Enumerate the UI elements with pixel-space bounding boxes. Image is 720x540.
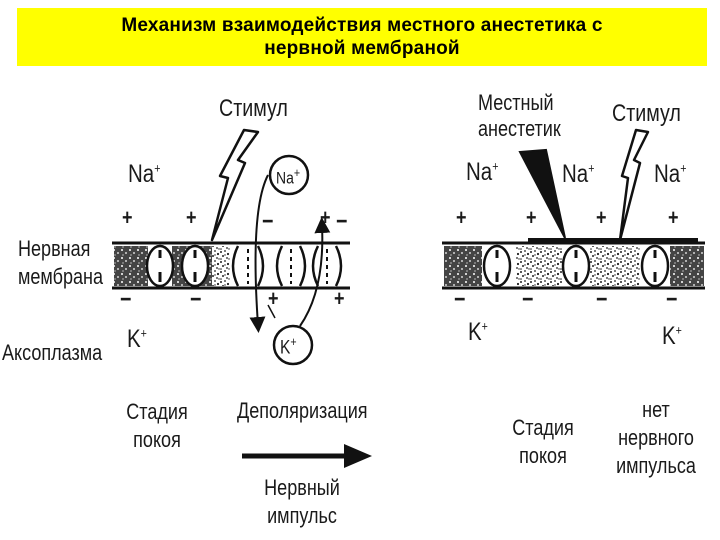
- stimulus-bolt-right: [618, 128, 650, 242]
- right-channel-3: [640, 244, 670, 288]
- title-banner: Механизм взаимодействия местного анестет…: [17, 8, 707, 66]
- axoplasm-side-label: Аксоплазма: [2, 340, 103, 365]
- right-stimulus-label: Стимул: [612, 100, 681, 127]
- title-line-1: Механизм взаимодействия местного анестет…: [121, 15, 603, 36]
- charge-left-bottom-2: −: [190, 286, 202, 313]
- depolarization-label: Деполяризация: [237, 398, 368, 423]
- charge-left-bottom-3: +: [268, 286, 279, 311]
- k-ion-circle-left: [272, 324, 314, 366]
- charge-left-top-5: −: [336, 208, 348, 235]
- charge-right-top-1: +: [456, 205, 467, 230]
- left-channel-open-1: [231, 245, 265, 287]
- left-k-channel-label: K+: [280, 334, 297, 359]
- depolarization-arrow: [242, 444, 372, 468]
- anesthetic-wedge: [518, 148, 566, 239]
- left-k-inside-label: K+: [127, 325, 147, 353]
- right-channel-1: [482, 244, 512, 288]
- charge-left-top-2: +: [186, 205, 197, 230]
- charge-left-top-4: +: [320, 205, 331, 230]
- charge-right-bottom-1: −: [454, 286, 466, 313]
- charge-right-top-2: +: [526, 205, 537, 230]
- right-k-right-label: K+: [662, 322, 682, 350]
- charge-right-top-4: +: [668, 205, 679, 230]
- right-na-left-label: Na+: [466, 158, 499, 186]
- left-na-outside-label: Na+: [128, 160, 161, 188]
- title-line-2: нервной мембраной: [264, 38, 460, 59]
- left-channel-1: [145, 244, 175, 288]
- stimulus-bolt-left: [210, 128, 260, 242]
- charge-right-bottom-3: −: [596, 286, 608, 313]
- charge-right-top-3: +: [596, 205, 607, 230]
- left-stimulus-label: Стимул: [219, 95, 288, 122]
- right-na-mid-label: Na+: [562, 160, 595, 188]
- charge-left-top-3: −: [262, 208, 274, 235]
- left-channel-2: [180, 244, 210, 288]
- right-na-right-label: Na+: [654, 160, 687, 188]
- na-influx-arrow: [249, 174, 269, 333]
- right-channel-2: [561, 244, 591, 288]
- na-ion-circle-left: [268, 154, 310, 196]
- left-channel-open-3: [311, 245, 343, 287]
- right-membrane: [442, 238, 705, 290]
- charge-left-bottom-1: −: [120, 286, 132, 313]
- charge-left-top-1: +: [122, 205, 133, 230]
- left-channel-open-2: [275, 245, 307, 287]
- left-na-channel-label: Na+: [276, 165, 301, 188]
- charge-right-bottom-2: −: [522, 286, 534, 313]
- right-k-left-label: K+: [468, 318, 488, 346]
- charge-right-bottom-4: −: [666, 286, 678, 313]
- k-efflux-arrow: [299, 217, 331, 327]
- charge-left-bottom-4: +: [334, 286, 345, 311]
